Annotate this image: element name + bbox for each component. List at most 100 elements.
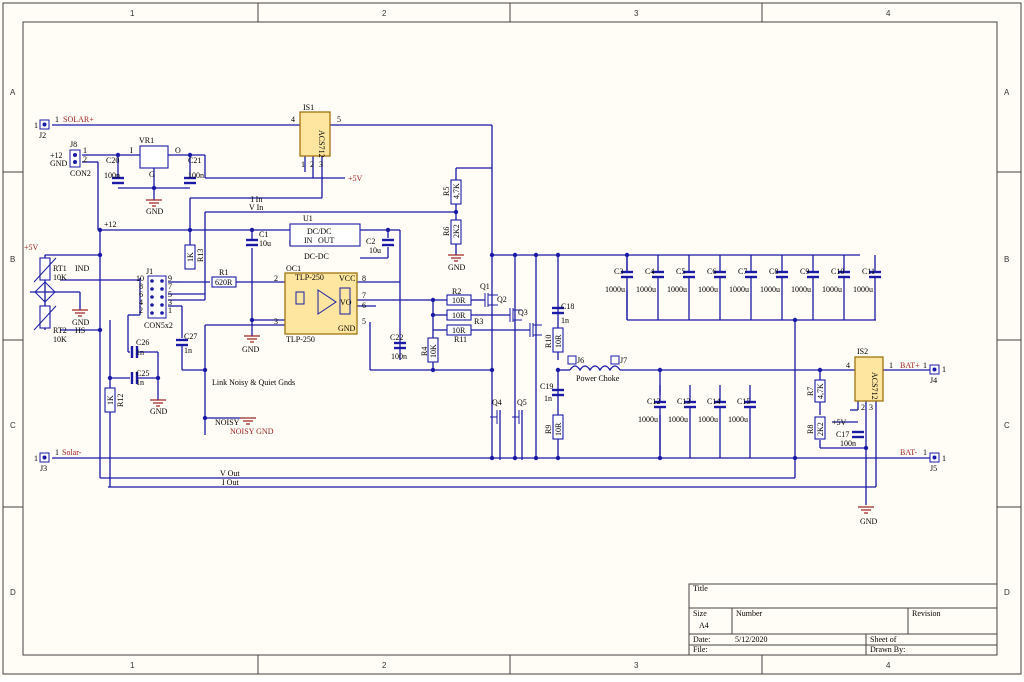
bulk-cap-value: 1000u xyxy=(668,415,688,424)
oc1-part: TLP-250 xyxy=(295,273,324,282)
is1-part: ACS712 xyxy=(317,130,326,158)
j1-pin-dot xyxy=(150,287,154,291)
row-label-left-d: D xyxy=(10,588,16,597)
is2-pin1: 1 xyxy=(889,361,893,370)
row-label-right-c: C xyxy=(1004,421,1010,430)
date-label: Date: xyxy=(693,635,710,644)
c27-value: 1n xyxy=(184,346,192,355)
mosfet-q2 xyxy=(509,308,522,322)
bulk-cap-value: 1000u xyxy=(760,285,780,294)
bulk-cap-value: 1000u xyxy=(698,415,718,424)
number-label: Number xyxy=(736,609,763,618)
row-label-right-b: B xyxy=(1004,255,1009,264)
vr1-ref: VR1 xyxy=(139,136,154,145)
is1-pin1: 1 xyxy=(301,160,305,169)
connector-j3: 1 J3 1 Solar- xyxy=(34,448,82,473)
gnd-symbol-thermistor xyxy=(72,309,88,317)
mosfet-q3 xyxy=(529,323,542,337)
net-plus5v-left: +5V xyxy=(24,243,39,252)
gnd-symbol-vr1 xyxy=(146,199,162,207)
is2-pin3: 3 xyxy=(869,403,873,412)
j1-pin-dot xyxy=(160,295,164,299)
col-label-bottom-3: 3 xyxy=(634,661,639,670)
resistor-r2: R2 10R xyxy=(446,287,472,306)
oc1-vcc: VCC xyxy=(339,274,355,283)
is2-ref: IS2 xyxy=(857,347,868,356)
capacitor-c22: C22 100n xyxy=(390,333,407,361)
row-label-left-b: B xyxy=(10,255,15,264)
resistor-r10: 10R R10 xyxy=(544,327,564,353)
row-label-left-a: A xyxy=(10,88,16,97)
gnd-label-thermistor: GND xyxy=(72,318,90,327)
col-label-top-3: 3 xyxy=(634,9,639,18)
j1-pin-3: 3 xyxy=(168,298,172,307)
is2-pin2: 2 xyxy=(861,403,865,412)
j1-pin-dot xyxy=(150,295,154,299)
revision-label: Revision xyxy=(912,609,940,618)
col-label-top-4: 4 xyxy=(886,9,891,18)
c22-ref: C22 xyxy=(390,333,403,342)
j8-type: CON2 xyxy=(70,169,91,178)
c25-value: 1n xyxy=(136,378,144,387)
c20-ref: C20 xyxy=(106,156,119,165)
resistor-r1: R1 620R xyxy=(211,268,237,288)
capacitor-c17: C17 100n xyxy=(836,430,864,448)
size-value: A4 xyxy=(699,621,709,630)
q1-ref: Q1 xyxy=(480,282,490,291)
r5-ref: R5 xyxy=(442,187,451,196)
j1-pin-dot xyxy=(160,311,164,315)
link-noisy-note: Link Noisy & Quiet Gnds xyxy=(212,378,295,387)
sheet-label: Sheet of xyxy=(870,635,897,644)
j1-pin-9: 9 xyxy=(168,274,172,283)
bulk-cap-ref: C13 xyxy=(677,397,690,406)
j1-pin-dot xyxy=(160,287,164,291)
c22-value: 100n xyxy=(391,352,407,361)
c19-value: 1n xyxy=(544,394,552,403)
is1-pin3: 3 xyxy=(319,160,323,169)
bulk-cap-ref: C12 xyxy=(647,397,660,406)
bulk-cap-ref: C5 xyxy=(676,267,685,276)
c19-ref: C19 xyxy=(540,382,553,391)
file-label: File: xyxy=(693,645,708,654)
capacitor-c21: C21 100n xyxy=(184,156,204,185)
bulk-cap-ref: C7 xyxy=(738,267,747,276)
thermistor-rt2: RT2 10K HS xyxy=(33,305,85,344)
c17-ref: C17 xyxy=(836,430,849,439)
r9-value: 10R xyxy=(554,422,563,436)
r4-value: 10K xyxy=(429,344,438,358)
power-choke: Power Choke xyxy=(569,365,621,383)
bulk-cap-ref: C14 xyxy=(707,397,720,406)
junctions xyxy=(97,152,869,461)
oc1-pin3: 3 xyxy=(274,317,278,326)
r3-ref: R3 xyxy=(474,317,483,326)
net-bat-minus: BAT- xyxy=(900,448,917,457)
r6-value: 2K2 xyxy=(452,224,461,238)
drawn-by-label: Drawn By: xyxy=(870,645,905,654)
j5-ref: J5 xyxy=(930,464,937,473)
r11-ref: R11 xyxy=(454,335,467,344)
optocoupler-oc1: OC1 TLP-250 VCC VO GND 2 3 8 7 6 5 TLP-2… xyxy=(274,264,366,344)
bulk-cap-value: 1000u xyxy=(638,415,658,424)
r13-ref: R13 xyxy=(196,249,205,262)
net-solar-plus: SOLAR+ xyxy=(63,115,94,124)
r7-value: 4,7K xyxy=(816,383,825,399)
size-label: Size xyxy=(693,609,707,618)
oc1-vo: VO xyxy=(340,298,352,307)
r6-ref: R6 xyxy=(442,227,451,236)
rt1-ref: RT1 xyxy=(53,264,67,273)
col-label-bottom-4: 4 xyxy=(886,661,891,670)
net-plus12: +12 xyxy=(104,220,117,229)
diode-bridge xyxy=(34,281,56,303)
j8-pin2: 2 xyxy=(83,155,87,164)
col-label-top-1: 1 xyxy=(130,9,135,18)
r5-value: 4,7K xyxy=(452,183,461,199)
net-bat-plus: BAT+ xyxy=(900,361,920,370)
connector-j2: 1 J2 1 SOLAR+ xyxy=(34,115,94,140)
bulk-cap-ref: C15 xyxy=(737,397,750,406)
resistor-r6: 2K2 R6 xyxy=(442,219,462,245)
